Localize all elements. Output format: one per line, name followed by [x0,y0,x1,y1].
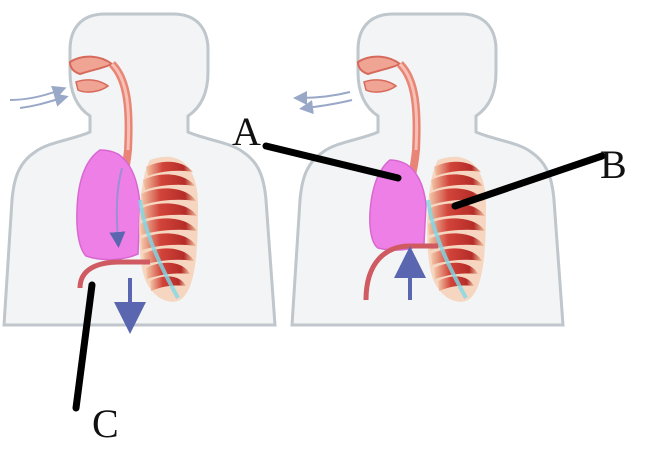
label-c: C [92,404,119,444]
right-figure [292,14,563,325]
label-b: B [600,145,627,185]
label-a: A [232,112,261,152]
left-figure [4,14,275,325]
